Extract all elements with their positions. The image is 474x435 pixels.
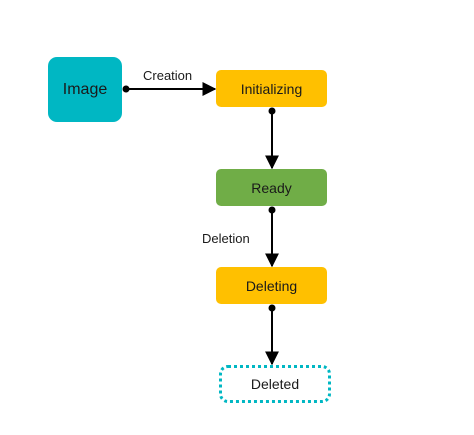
node-ready: Ready	[216, 169, 327, 206]
edge-label-creation: Creation	[143, 68, 193, 83]
node-image: Image	[48, 57, 122, 122]
connector-deleting-deleted	[265, 304, 279, 366]
node-deleted: Deleted	[219, 365, 331, 403]
node-initializing: Initializing	[216, 70, 327, 107]
connector-deletion	[265, 206, 279, 268]
connector-creation	[122, 82, 217, 96]
connector-initializing-ready	[265, 107, 279, 170]
edge-label-deletion: Deletion	[202, 231, 250, 246]
node-deleting: Deleting	[216, 267, 327, 304]
